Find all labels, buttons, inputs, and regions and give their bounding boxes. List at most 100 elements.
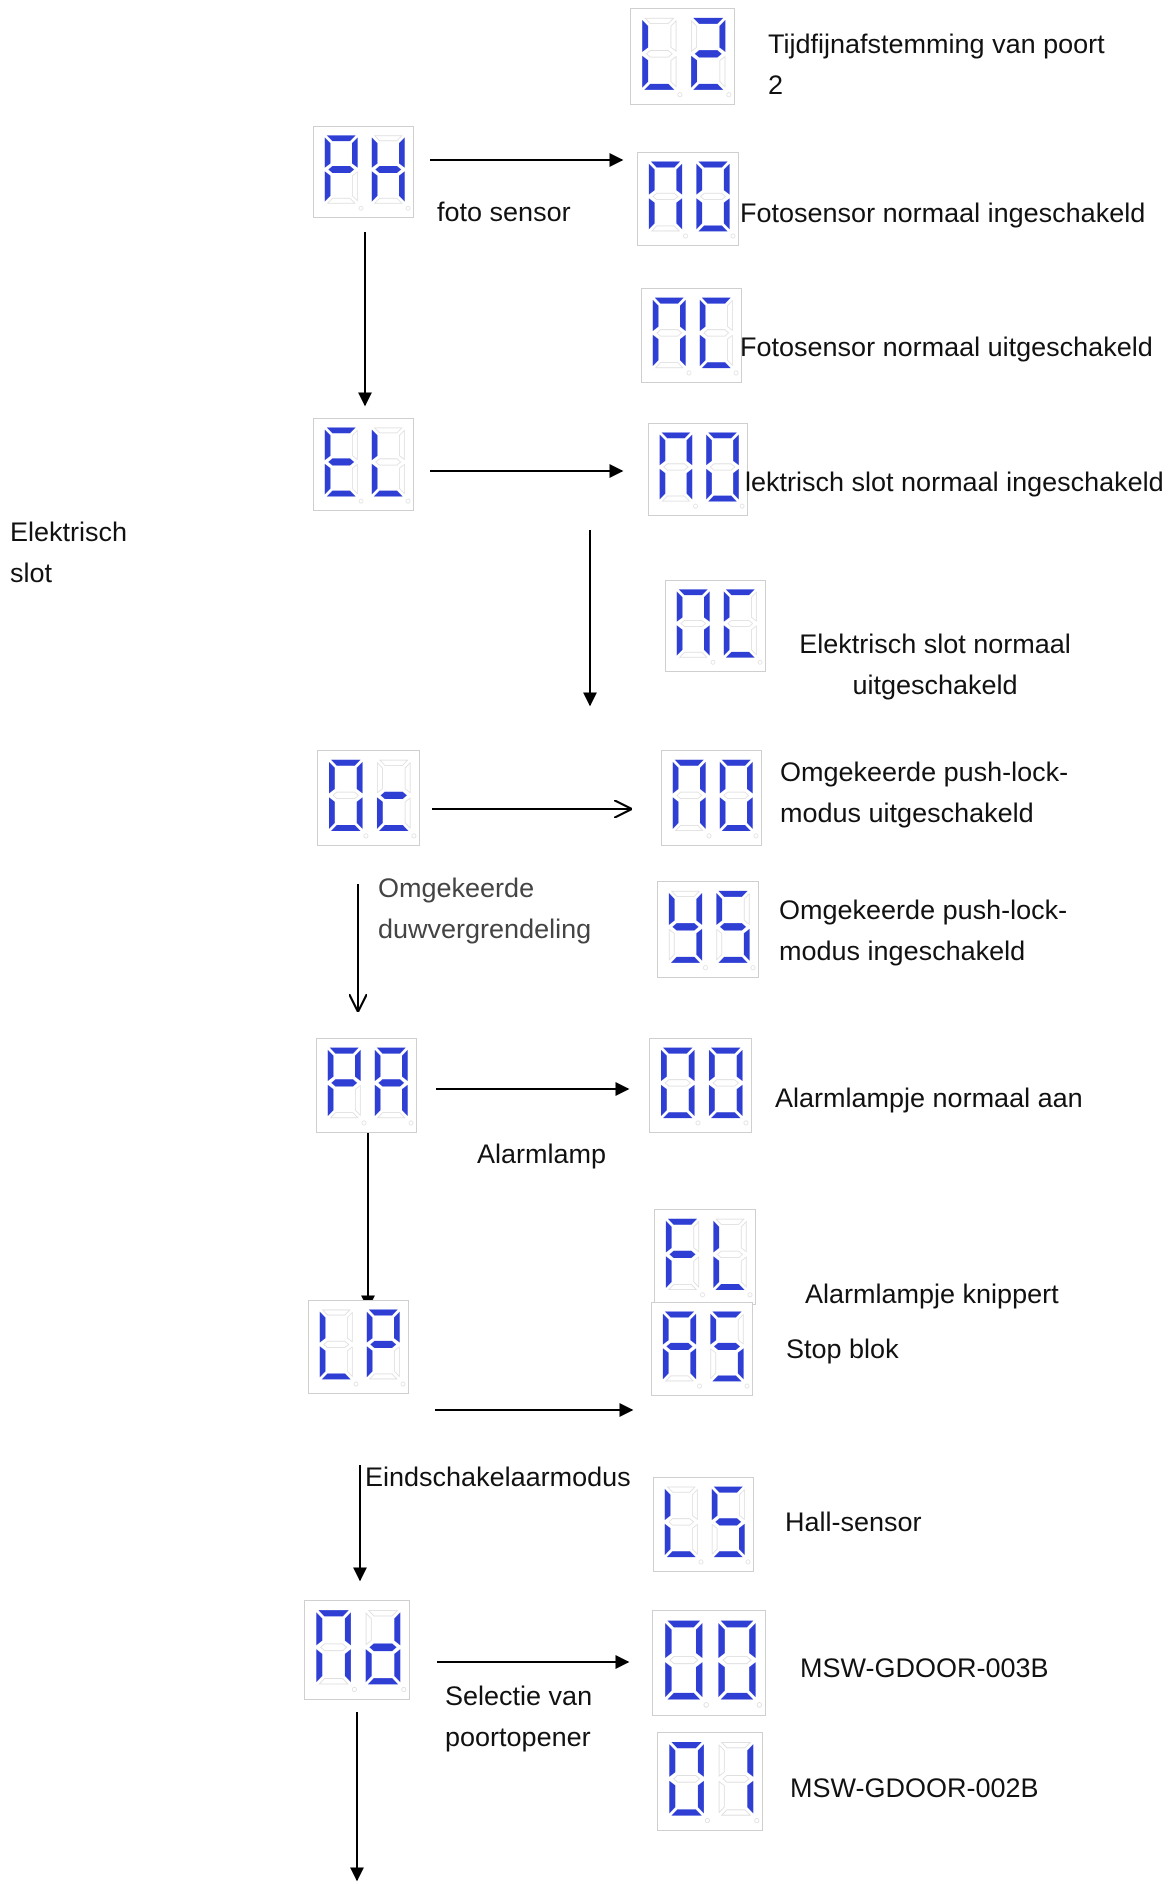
display-ph-no bbox=[637, 152, 739, 246]
segment-g bbox=[669, 1656, 699, 1665]
segment-a bbox=[671, 1742, 702, 1749]
segment-b bbox=[402, 1049, 408, 1082]
display-ph-nc bbox=[641, 288, 742, 383]
decimal-point bbox=[358, 498, 364, 504]
nd-00-description: MSW-GDOOR-003B bbox=[800, 1653, 1049, 1683]
segment-g bbox=[722, 1775, 750, 1783]
segment-b bbox=[739, 1488, 745, 1521]
segment-g bbox=[328, 166, 355, 173]
segment-c bbox=[747, 797, 753, 829]
segment-d bbox=[671, 1809, 702, 1816]
segment-f bbox=[718, 1744, 725, 1777]
segment-b bbox=[394, 1612, 401, 1646]
segment-d bbox=[321, 1373, 351, 1380]
decimal-point bbox=[703, 1702, 709, 1708]
l2-description: Tijdfijnafstemming van poort 2 bbox=[768, 29, 1105, 100]
oc-ys-description: Omgekeerde push-lock- modus ingeschakeld bbox=[779, 895, 1068, 966]
segment-c bbox=[749, 1662, 756, 1698]
seven-segment-glyph bbox=[324, 135, 411, 211]
segment-e bbox=[669, 1780, 676, 1814]
decimal-point bbox=[353, 1381, 359, 1387]
segment-f bbox=[660, 1049, 667, 1082]
segment-b bbox=[727, 299, 733, 332]
seven-segment-glyph bbox=[665, 1218, 753, 1298]
decimal-point bbox=[757, 659, 763, 665]
segment-d bbox=[667, 1692, 701, 1700]
segment-d bbox=[326, 197, 356, 204]
decimal-point bbox=[753, 833, 759, 839]
digit-2 bbox=[376, 759, 417, 839]
decimal-point bbox=[351, 1686, 357, 1693]
decimal-point bbox=[726, 92, 732, 98]
segment-d bbox=[326, 490, 356, 497]
seven-segment-glyph bbox=[660, 1047, 749, 1126]
segment-c bbox=[736, 1084, 743, 1117]
segment-f bbox=[669, 1744, 676, 1777]
segment-e bbox=[672, 797, 679, 829]
display-el-no bbox=[648, 423, 748, 516]
decimal-point bbox=[363, 833, 369, 839]
digit-2 bbox=[696, 161, 736, 239]
decimal-point bbox=[739, 503, 745, 509]
segment-c bbox=[727, 334, 733, 367]
segment-d bbox=[367, 1678, 399, 1685]
display-ph bbox=[313, 126, 414, 218]
segment-g bbox=[669, 1250, 696, 1259]
segment-b bbox=[693, 1220, 700, 1253]
segment-a bbox=[321, 1309, 351, 1316]
segment-g bbox=[663, 463, 689, 471]
decimal-point bbox=[405, 498, 411, 504]
segment-f bbox=[366, 1311, 373, 1343]
segment-g bbox=[694, 50, 722, 58]
decimal-point bbox=[700, 1292, 705, 1298]
segment-e bbox=[659, 468, 666, 500]
segment-d bbox=[720, 1809, 752, 1816]
segment-f bbox=[642, 19, 649, 53]
segment-g bbox=[672, 1775, 701, 1783]
el-nc-description: Elektrisch slot normaal uitgeschakeld bbox=[799, 629, 1071, 700]
segment-c bbox=[696, 928, 703, 961]
segment-f bbox=[668, 892, 675, 926]
segment-g bbox=[666, 1342, 693, 1351]
digit-1 bbox=[642, 17, 683, 98]
decimal-point bbox=[754, 1818, 760, 1824]
digit-2 bbox=[365, 1610, 407, 1693]
segment-d bbox=[373, 197, 403, 204]
segment-a bbox=[661, 432, 691, 439]
segment-e bbox=[708, 1084, 715, 1117]
decimal-point bbox=[401, 1686, 407, 1693]
digit-2 bbox=[366, 1309, 406, 1387]
segment-d bbox=[721, 825, 751, 832]
segment-c bbox=[351, 463, 358, 495]
segment-f bbox=[648, 163, 655, 195]
segment-b bbox=[703, 591, 710, 622]
segment-f bbox=[371, 137, 378, 168]
seven-segment-glyph bbox=[642, 17, 732, 98]
pa-fl-description: Alarmlampje knippert bbox=[805, 1279, 1059, 1309]
segment-f bbox=[652, 299, 659, 332]
segment-c bbox=[697, 1780, 704, 1814]
nd-01-description: MSW-GDOOR-002B bbox=[790, 1773, 1039, 1803]
segment-f bbox=[713, 1220, 720, 1253]
ph-nc-description: Fotosensor normaal uitgeschakeld bbox=[740, 332, 1153, 362]
segment-e bbox=[371, 171, 378, 202]
decimal-point bbox=[744, 1383, 750, 1389]
digit-2 bbox=[713, 1218, 753, 1298]
segment-f bbox=[699, 299, 706, 332]
decimal-point bbox=[358, 205, 364, 211]
segment-e bbox=[723, 625, 730, 656]
seven-segment-glyph bbox=[665, 1620, 763, 1708]
segment-e bbox=[662, 1348, 669, 1380]
decimal-point bbox=[697, 1383, 702, 1389]
digit-2 bbox=[691, 17, 732, 98]
segment-g bbox=[332, 791, 359, 800]
segment-a bbox=[376, 1047, 406, 1054]
segment-c bbox=[670, 55, 677, 88]
segment-f bbox=[676, 591, 683, 622]
digit-1 bbox=[660, 1047, 701, 1126]
segment-a bbox=[720, 1620, 754, 1628]
segment-a bbox=[318, 1610, 349, 1617]
segment-f bbox=[376, 761, 383, 794]
digit-2 bbox=[718, 1620, 763, 1708]
